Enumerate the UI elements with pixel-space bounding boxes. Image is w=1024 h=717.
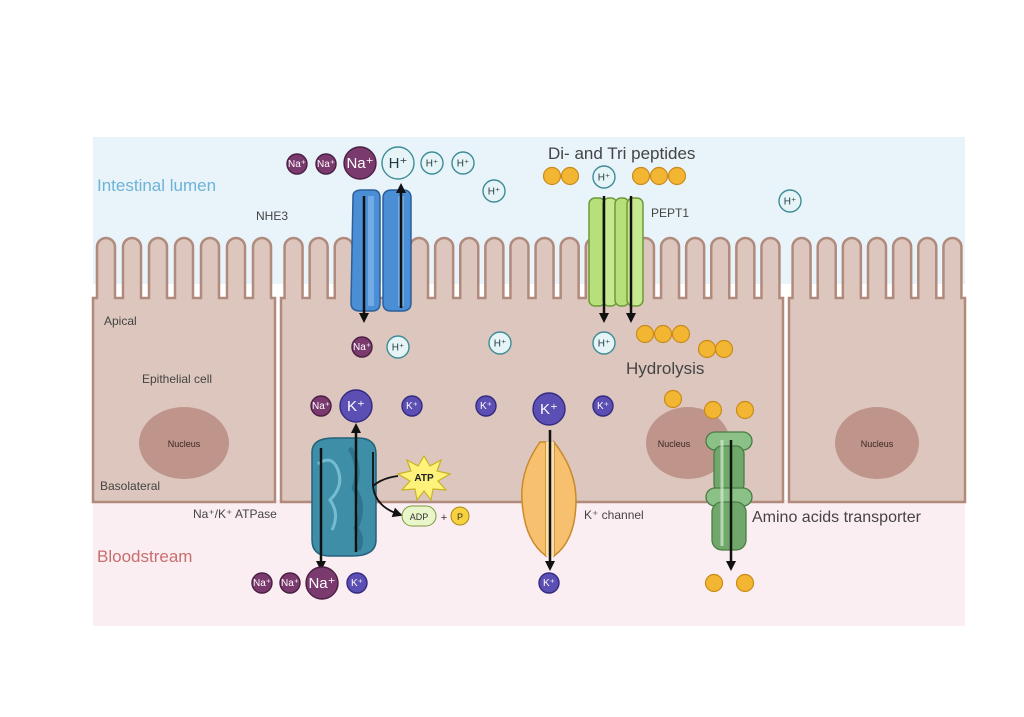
svg-text:K⁺: K⁺: [406, 401, 418, 412]
amino-acid: [635, 324, 655, 344]
svg-text:Nucleus: Nucleus: [168, 439, 201, 449]
na-ion: Na⁺: [251, 572, 273, 594]
svg-text:Nucleus: Nucleus: [658, 439, 691, 449]
atp-burst: ATP: [396, 454, 452, 502]
k-ion: K⁺: [592, 395, 614, 417]
svg-text:K⁺: K⁺: [540, 401, 558, 418]
svg-text:H⁺: H⁺: [389, 155, 408, 172]
svg-text:H⁺: H⁺: [426, 159, 439, 170]
svg-text:P: P: [457, 512, 463, 522]
nucleus-right: Nucleus: [835, 407, 919, 479]
nhe3-label: NHE3: [256, 209, 288, 223]
apical-label: Apical: [104, 314, 137, 328]
svg-text:K⁺: K⁺: [543, 578, 555, 589]
amino-acid-transporter: [705, 431, 753, 571]
svg-text:Nucleus: Nucleus: [861, 439, 894, 449]
amino-acid: [663, 389, 683, 409]
lumen-label: Intestinal lumen: [97, 176, 216, 195]
svg-text:H⁺: H⁺: [457, 159, 470, 170]
svg-text:ATP: ATP: [414, 473, 434, 484]
svg-text:ADP: ADP: [410, 512, 429, 522]
svg-text:Na⁺: Na⁺: [312, 401, 330, 412]
na-ion: Na⁺: [286, 153, 308, 175]
amino-acids: [542, 166, 755, 593]
ions: Na⁺ Na⁺ Na⁺ H⁺ H⁺ H⁺ H⁺ H⁺ H⁺ Na⁺ H⁺ H⁺ H⁺ Na⁺ K⁺ K⁺ K⁺ K…: [251, 146, 802, 600]
h-ion: H⁺: [778, 189, 802, 213]
h-ion: H⁺: [451, 151, 475, 175]
svg-text:H⁺: H⁺: [784, 197, 797, 208]
amino-acid-transporter-label: Amino acids transporter: [752, 509, 922, 526]
k-ion: K⁺: [475, 395, 497, 417]
svg-text:Na⁺: Na⁺: [353, 342, 371, 353]
nucleus-middle: Nucleus: [646, 407, 730, 479]
phosphate-badge: P: [450, 506, 470, 526]
nak-atpase-transporter: [311, 423, 403, 571]
nak-atpase-label: Na⁺/K⁺ ATPase: [193, 507, 277, 521]
k-ion: K⁺: [538, 572, 560, 594]
svg-text:Na⁺: Na⁺: [281, 578, 299, 589]
amino-acid: [703, 400, 723, 420]
adp-badge: ADP: [401, 505, 437, 527]
h-ion: H⁺: [386, 335, 410, 359]
amino-acid: [653, 324, 673, 344]
amino-acid: [697, 339, 717, 359]
pept1-transporter: [588, 196, 644, 323]
peptides-heading: Di- and Tri peptides: [548, 144, 695, 163]
svg-text:Na⁺: Na⁺: [253, 578, 271, 589]
svg-text:H⁺: H⁺: [488, 187, 501, 198]
na-ion: Na⁺: [343, 146, 377, 180]
nucleus-left: Nucleus: [139, 407, 229, 479]
epithelial-cell-1: [91, 236, 277, 504]
svg-text:H⁺: H⁺: [598, 339, 611, 350]
amino-acid: [714, 339, 734, 359]
pept1-label: PEPT1: [651, 206, 689, 220]
amino-acid: [560, 166, 580, 186]
svg-text:Na⁺: Na⁺: [346, 155, 373, 172]
hydrolysis-heading: Hydrolysis: [626, 359, 704, 378]
k-ion: K⁺: [339, 389, 373, 423]
energy-plus: +: [441, 512, 447, 524]
amino-acid: [735, 400, 755, 420]
amino-acid: [667, 166, 687, 186]
na-ion: Na⁺: [305, 566, 339, 600]
na-ion: Na⁺: [310, 395, 332, 417]
amino-acid: [542, 166, 562, 186]
bloodstream-label: Bloodstream: [97, 547, 192, 566]
svg-text:K⁺: K⁺: [597, 401, 609, 412]
svg-text:K⁺: K⁺: [351, 578, 363, 589]
nhe3-transporter: [350, 183, 412, 323]
k-ion: K⁺: [532, 392, 566, 426]
k-channel-label: K⁺ channel: [584, 508, 644, 522]
h-ion: H⁺: [420, 151, 444, 175]
basolateral-label: Basolateral: [100, 479, 160, 493]
amino-acid: [704, 573, 724, 593]
svg-text:K⁺: K⁺: [347, 398, 365, 415]
epithelial-cell-label: Epithelial cell: [142, 372, 212, 386]
epithelial-cell-3: [787, 236, 967, 504]
k-channel: [521, 430, 577, 571]
svg-text:Na⁺: Na⁺: [317, 159, 335, 170]
svg-text:K⁺: K⁺: [480, 401, 492, 412]
svg-text:H⁺: H⁺: [392, 343, 405, 354]
amino-acid: [649, 166, 669, 186]
svg-text:Na⁺: Na⁺: [288, 159, 306, 170]
svg-text:H⁺: H⁺: [494, 339, 507, 350]
h-ion: H⁺: [592, 165, 616, 189]
k-ion: K⁺: [346, 572, 368, 594]
svg-text:Na⁺: Na⁺: [308, 575, 335, 592]
amino-acid: [735, 573, 755, 593]
na-ion: Na⁺: [315, 153, 337, 175]
h-ion: H⁺: [482, 179, 506, 203]
na-ion: Na⁺: [351, 336, 373, 358]
k-ion: K⁺: [401, 395, 423, 417]
h-ion: H⁺: [381, 146, 415, 180]
h-ion: H⁺: [592, 331, 616, 355]
h-ion: H⁺: [488, 331, 512, 355]
na-ion: Na⁺: [279, 572, 301, 594]
amino-acid: [671, 324, 691, 344]
svg-text:H⁺: H⁺: [598, 173, 611, 184]
amino-acid: [631, 166, 651, 186]
